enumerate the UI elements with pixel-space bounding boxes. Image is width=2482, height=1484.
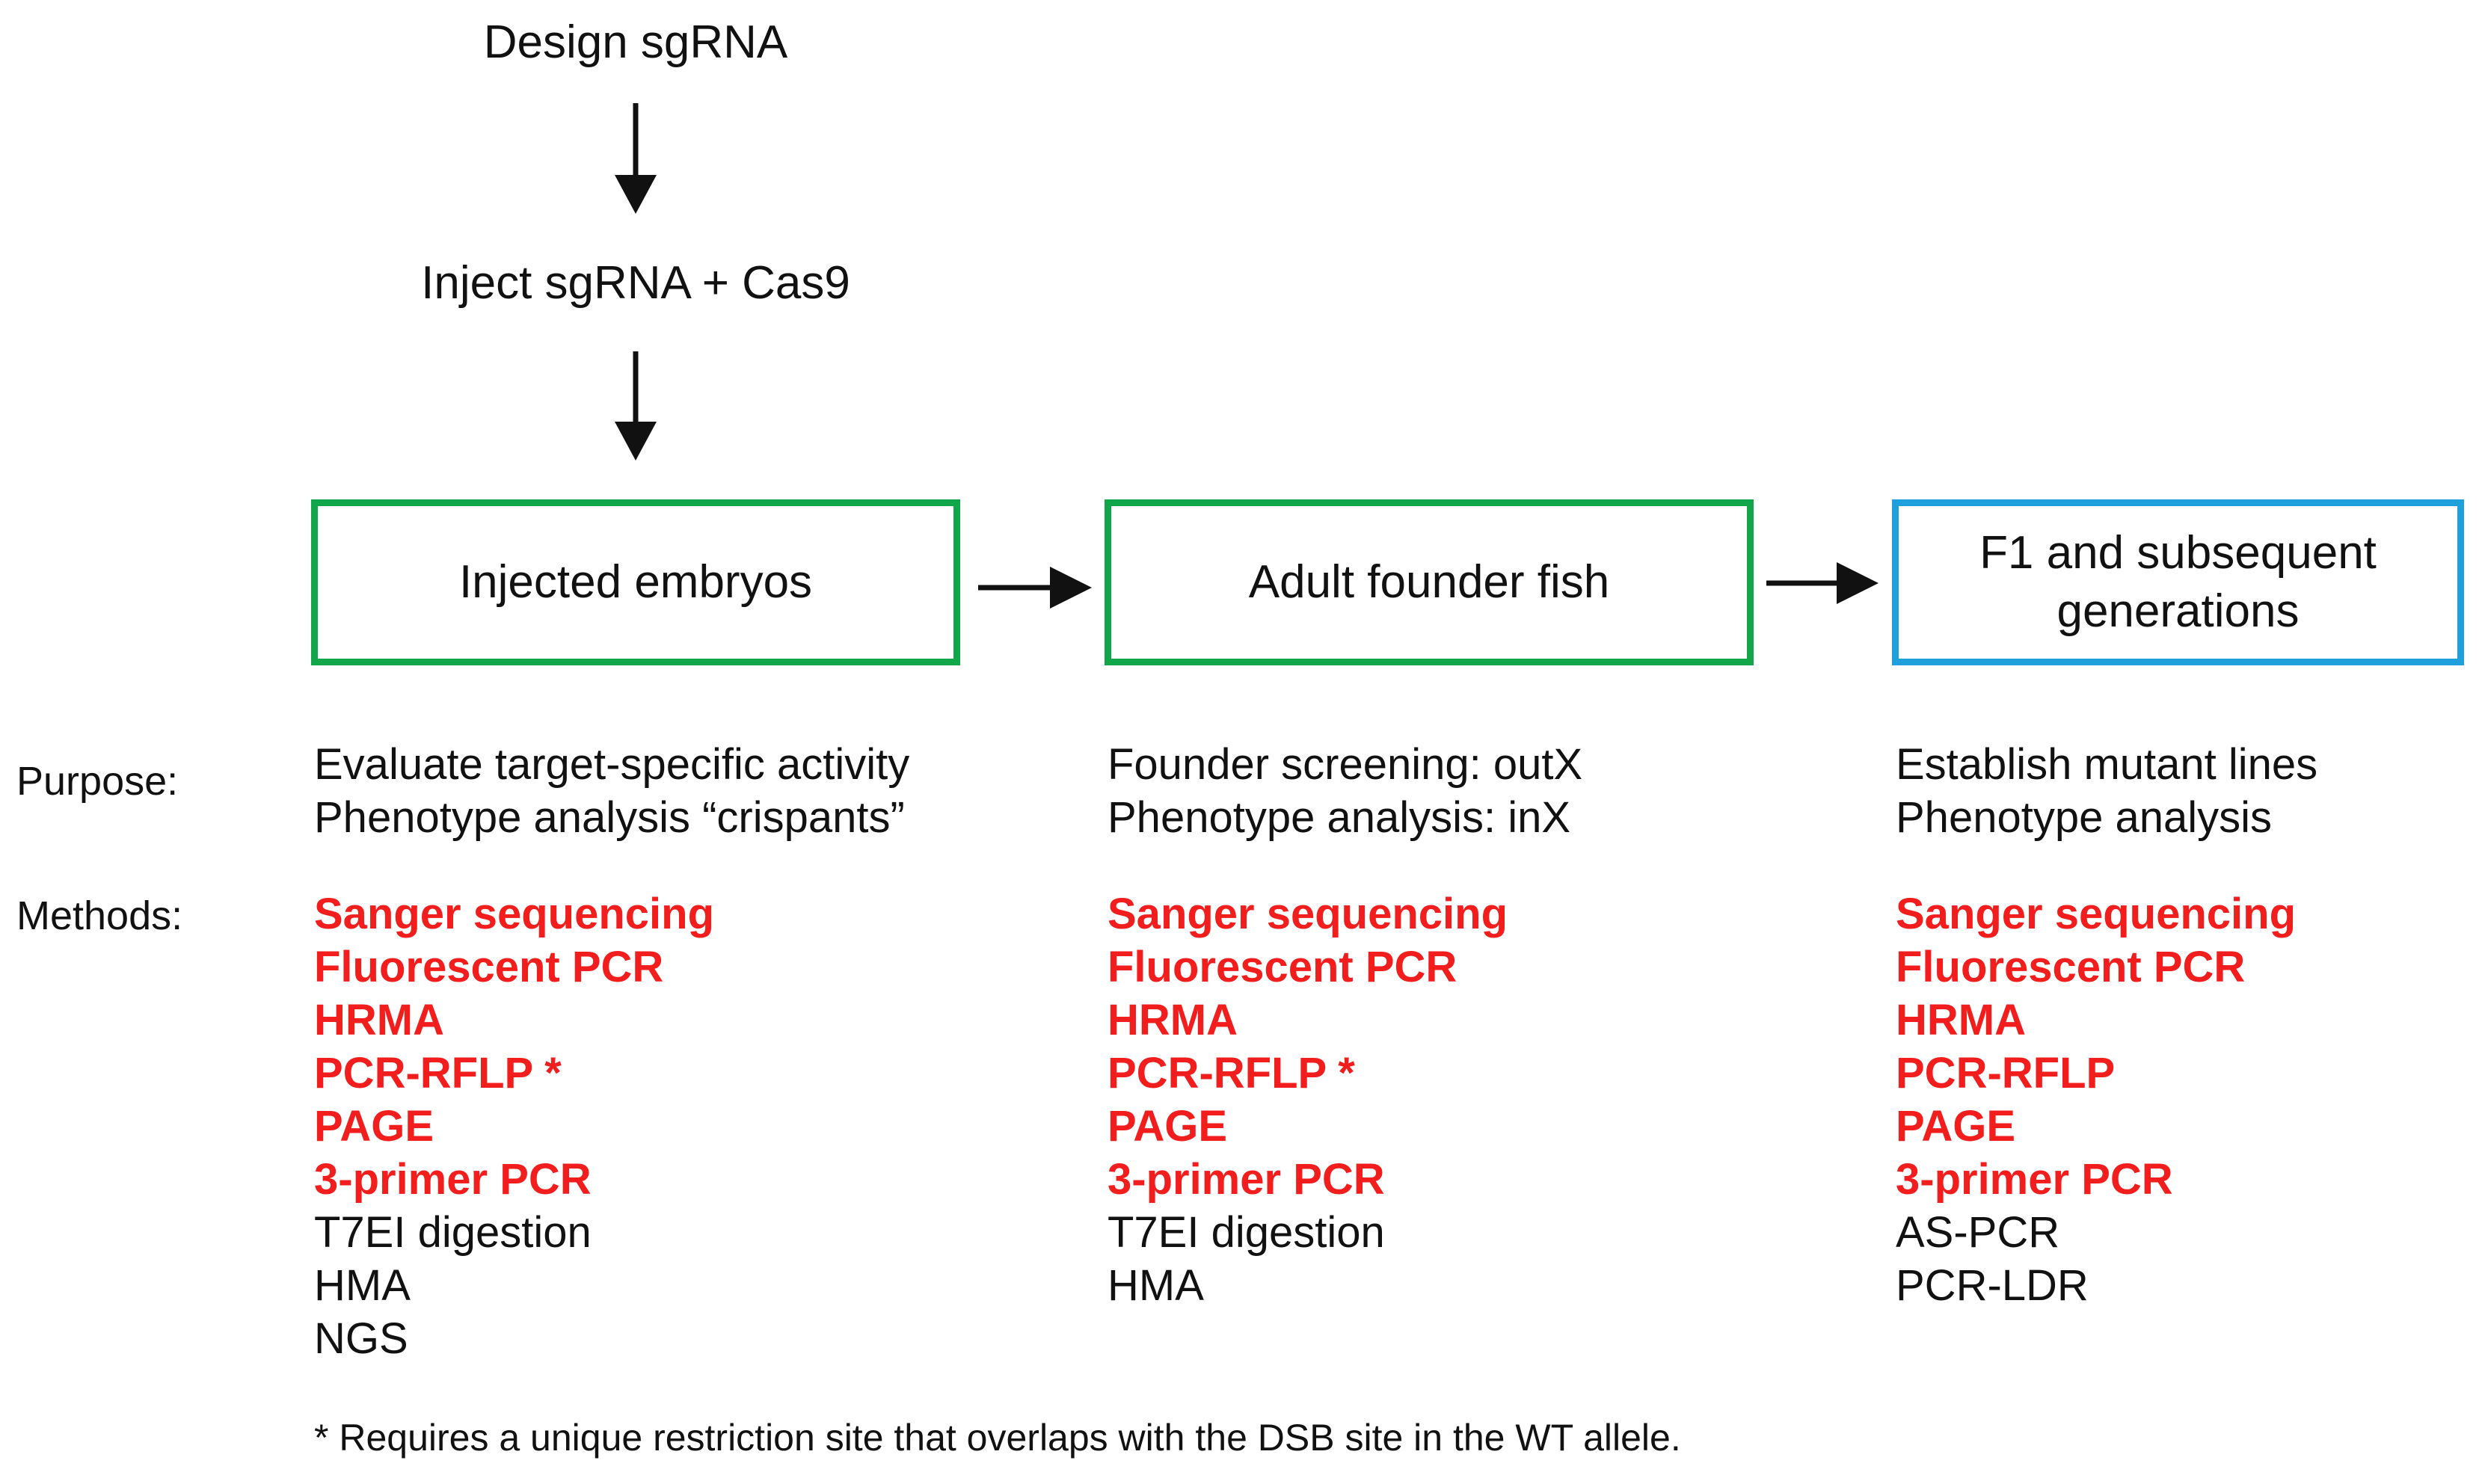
- purpose-line: Founder screening: outX: [1108, 740, 1583, 789]
- method-item: PCR-RFLP *: [1108, 1049, 1355, 1097]
- method-item: Fluorescent PCR: [1896, 943, 2246, 991]
- method-item: T7EI digestion: [1108, 1208, 1385, 1257]
- method-item: PAGE: [1896, 1102, 2016, 1151]
- method-item: AS-PCR: [1896, 1208, 2060, 1257]
- purpose-column-f1: Establish mutant lines Phenotype analysi…: [1896, 738, 2317, 844]
- stage-box-injected-embryos: Injected embryos: [311, 499, 960, 665]
- step-inject-sgrna-cas9: Inject sgRNA + Cas9: [421, 257, 850, 309]
- arrow-down-2: [615, 351, 657, 461]
- method-item: PCR-RFLP: [1896, 1049, 2116, 1097]
- purpose-line: Evaluate target-specific activity: [314, 740, 910, 789]
- purpose-column-founders: Founder screening: outX Phenotype analys…: [1108, 738, 1582, 844]
- method-item: Fluorescent PCR: [314, 943, 664, 991]
- row-label-purpose: Purpose:: [16, 759, 179, 804]
- method-item: HMA: [1108, 1261, 1204, 1310]
- method-item: HRMA: [1108, 996, 1238, 1044]
- method-item: NGS: [314, 1314, 408, 1363]
- method-item: PCR-RFLP *: [314, 1049, 562, 1097]
- row-label-methods: Methods:: [16, 893, 183, 938]
- method-item: 3-primer PCR: [1108, 1155, 1385, 1204]
- stage-box-label: Adult founder fish: [1248, 555, 1610, 608]
- stage-box-adult-founder-fish: Adult founder fish: [1105, 499, 1754, 665]
- method-item: Sanger sequencing: [314, 890, 715, 938]
- arrow-right-1: [978, 567, 1092, 609]
- method-item: 3-primer PCR: [314, 1155, 592, 1204]
- methods-column-f1: Sanger sequencing Fluorescent PCR HRMA P…: [1896, 887, 2296, 1312]
- method-item: PCR-LDR: [1896, 1261, 2089, 1310]
- stage-box-label: Injected embryos: [458, 555, 813, 608]
- purpose-line: Phenotype analysis: inX: [1108, 793, 1571, 842]
- purpose-line: Establish mutant lines: [1896, 740, 2318, 789]
- method-item: HRMA: [314, 996, 444, 1044]
- method-item: 3-primer PCR: [1896, 1155, 2173, 1204]
- stage-box-label-line-1: F1 and subsequent: [1979, 526, 2377, 579]
- method-item: HRMA: [1896, 996, 2026, 1044]
- methods-column-embryos: Sanger sequencing Fluorescent PCR HRMA P…: [314, 887, 714, 1365]
- stage-box-f1-generations: F1 and subsequent generations: [1892, 499, 2464, 665]
- arrow-down-1: [615, 103, 657, 214]
- step-design-sgrna: Design sgRNA: [483, 16, 788, 68]
- methods-column-founders: Sanger sequencing Fluorescent PCR HRMA P…: [1108, 887, 1508, 1312]
- method-item: HMA: [314, 1261, 411, 1310]
- method-item: PAGE: [314, 1102, 434, 1151]
- stage-box-label-line-2: generations: [2056, 585, 2300, 637]
- purpose-line: Phenotype analysis: [1896, 793, 2272, 842]
- footnote: * Requires a unique restriction site tha…: [314, 1417, 1681, 1459]
- purpose-column-embryos: Evaluate target-specific activity Phenot…: [314, 738, 909, 844]
- purpose-line: Phenotype analysis “crispants”: [314, 793, 905, 842]
- method-item: PAGE: [1108, 1102, 1228, 1151]
- method-item: Sanger sequencing: [1108, 890, 1508, 938]
- method-item: Sanger sequencing: [1896, 890, 2297, 938]
- method-item: Fluorescent PCR: [1108, 943, 1457, 991]
- arrow-right-2: [1766, 562, 1879, 604]
- method-item: T7EI digestion: [314, 1208, 592, 1257]
